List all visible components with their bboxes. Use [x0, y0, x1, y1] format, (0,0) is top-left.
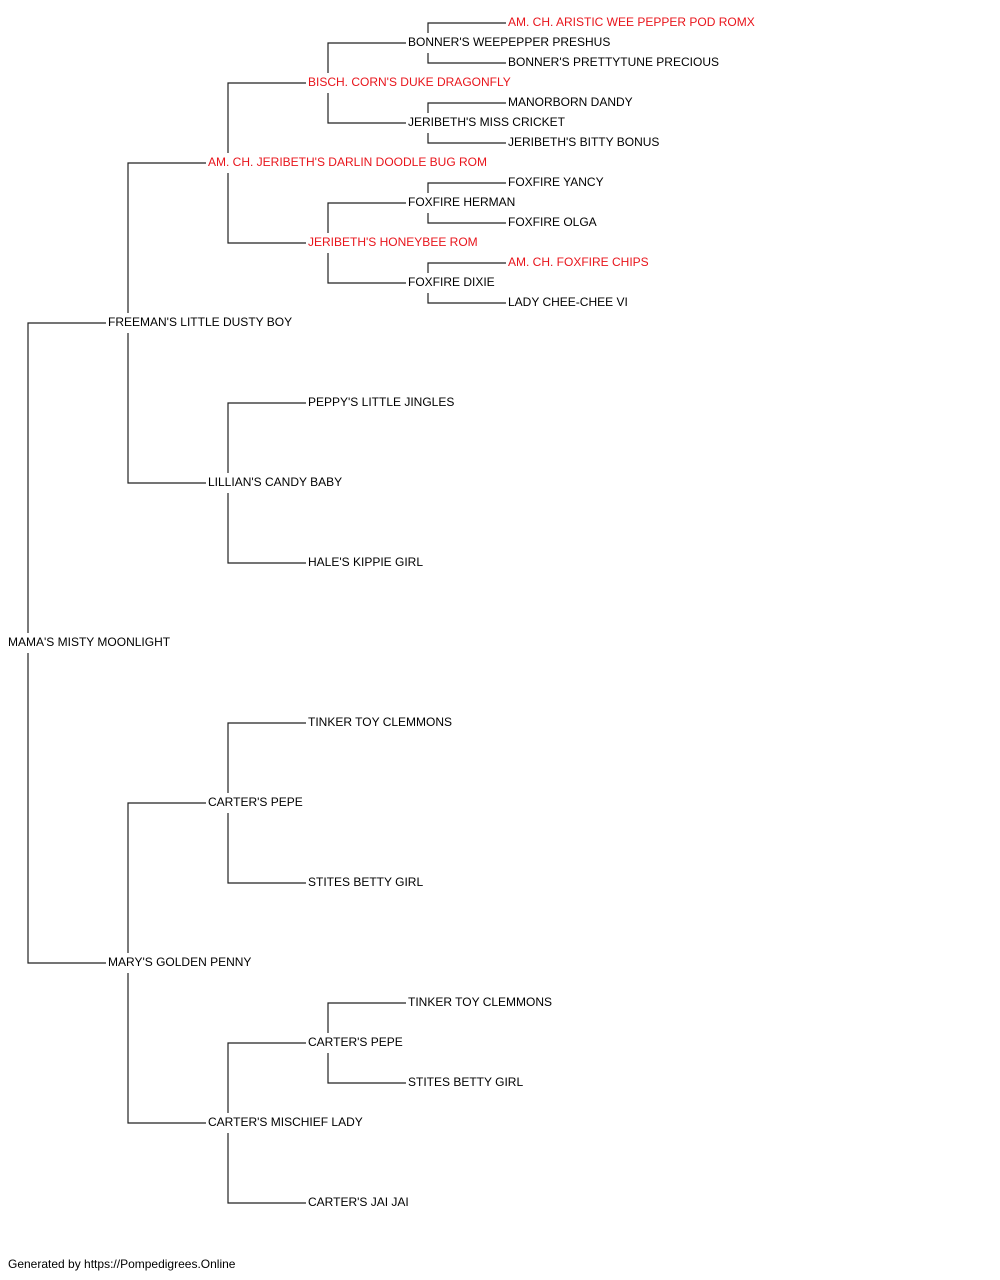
connector-sire — [27, 322, 106, 633]
pedigree-name-sire-sire-sire-dam-sire: MANORBORN DANDY — [508, 95, 633, 109]
pedigree-name-dam: MARY'S GOLDEN PENNY — [108, 955, 251, 969]
pedigree-name-sire-sire-sire-dam-dam: JERIBETH'S BITTY BONUS — [508, 135, 659, 149]
pedigree-name-sire-sire-dam-sire: FOXFIRE HERMAN — [408, 195, 515, 209]
pedigree-name-sire-sire-sire-sire: BONNER'S WEEPEPPER PRESHUS — [408, 35, 610, 49]
pedigree-name-sire-dam: LILLIAN'S CANDY BABY — [208, 475, 342, 489]
pedigree-name-sire-sire-sire-sire-sire: AM. CH. ARISTIC WEE PEPPER POD ROMX — [508, 15, 755, 29]
connector-sire-dam — [127, 333, 206, 484]
connector-dam-sire-dam — [227, 813, 306, 884]
pedigree-name-dam-sire-sire: TINKER TOY CLEMMONS — [308, 715, 452, 729]
pedigree-name-dam-dam-sire: CARTER'S PEPE — [308, 1035, 403, 1049]
pedigree-name-sire: FREEMAN'S LITTLE DUSTY BOY — [108, 315, 292, 329]
pedigree-name-sire-sire-dam-dam-dam: LADY CHEE-CHEE VI — [508, 295, 628, 309]
pedigree-name-sire-sire-dam-dam-sire: AM. CH. FOXFIRE CHIPS — [508, 255, 649, 269]
pedigree-name-sire-sire-dam: JERIBETH'S HONEYBEE ROM — [308, 235, 478, 249]
connector-sire-sire-sire-dam-sire — [427, 102, 506, 113]
connector-sire-sire — [127, 162, 206, 313]
pedigree-name-dam-sire: CARTER'S PEPE — [208, 795, 303, 809]
connector-dam-sire-sire — [227, 722, 306, 793]
connector-dam-dam-dam — [227, 1133, 306, 1204]
footer-credit: Generated by https://Pompedigrees.Online — [8, 1257, 236, 1271]
connector-dam-sire — [127, 802, 206, 953]
connector-sire-dam-dam — [227, 493, 306, 564]
pedigree-name-dam-dam-sire-dam: STITES BETTY GIRL — [408, 1075, 523, 1089]
connector-sire-sire-sire-sire — [327, 42, 406, 73]
connector-dam-dam-sire-sire — [327, 1002, 406, 1033]
connector-sire-sire-sire-dam — [327, 93, 406, 124]
connector-dam-dam — [127, 973, 206, 1124]
pedigree-name-subject: MAMA'S MISTY MOONLIGHT — [8, 635, 171, 649]
connector-sire-sire-sire — [227, 82, 306, 153]
connector-sire-sire-dam-dam-dam — [427, 293, 506, 304]
connector-sire-sire-dam-dam — [327, 253, 406, 284]
pedigree-name-sire-sire-sire: BISCH. CORN'S DUKE DRAGONFLY — [308, 75, 511, 89]
pedigree-name-sire-dam-sire: PEPPY'S LITTLE JINGLES — [308, 395, 454, 409]
connector-sire-sire-dam-sire-sire — [427, 182, 506, 193]
connector-dam-dam-sire-dam — [327, 1053, 406, 1084]
pedigree-name-sire-sire-dam-sire-dam: FOXFIRE OLGA — [508, 215, 597, 229]
pedigree-name-sire-sire-dam-dam: FOXFIRE DIXIE — [408, 275, 495, 289]
pedigree-name-sire-sire: AM. CH. JERIBETH'S DARLIN DOODLE BUG ROM — [208, 155, 487, 169]
connector-sire-sire-sire-sire-sire — [427, 22, 506, 33]
pedigree-name-sire-dam-dam: HALE'S KIPPIE GIRL — [308, 555, 423, 569]
connector-sire-sire-sire-dam-dam — [427, 133, 506, 144]
pedigree-name-sire-sire-sire-sire-dam: BONNER'S PRETTYTUNE PRECIOUS — [508, 55, 719, 69]
pedigree-name-dam-dam: CARTER'S MISCHIEF LADY — [208, 1115, 363, 1129]
connector-sire-sire-sire-sire-dam — [427, 53, 506, 64]
connector-sire-sire-dam-sire-dam — [427, 213, 506, 224]
connector-sire-sire-dam-dam-sire — [427, 262, 506, 273]
connector-dam — [27, 653, 106, 964]
connector-dam-dam-sire — [227, 1042, 306, 1113]
connector-sire-dam-sire — [227, 402, 306, 473]
pedigree-name-dam-dam-sire-sire: TINKER TOY CLEMMONS — [408, 995, 552, 1009]
connector-sire-sire-dam-sire — [327, 202, 406, 233]
pedigree-name-sire-sire-sire-dam: JERIBETH'S MISS CRICKET — [408, 115, 566, 129]
pedigree-name-dam-sire-dam: STITES BETTY GIRL — [308, 875, 423, 889]
connector-sire-sire-dam — [227, 173, 306, 244]
pedigree-name-dam-dam-dam: CARTER'S JAI JAI — [308, 1195, 409, 1209]
pedigree-name-sire-sire-dam-sire-sire: FOXFIRE YANCY — [508, 175, 604, 189]
